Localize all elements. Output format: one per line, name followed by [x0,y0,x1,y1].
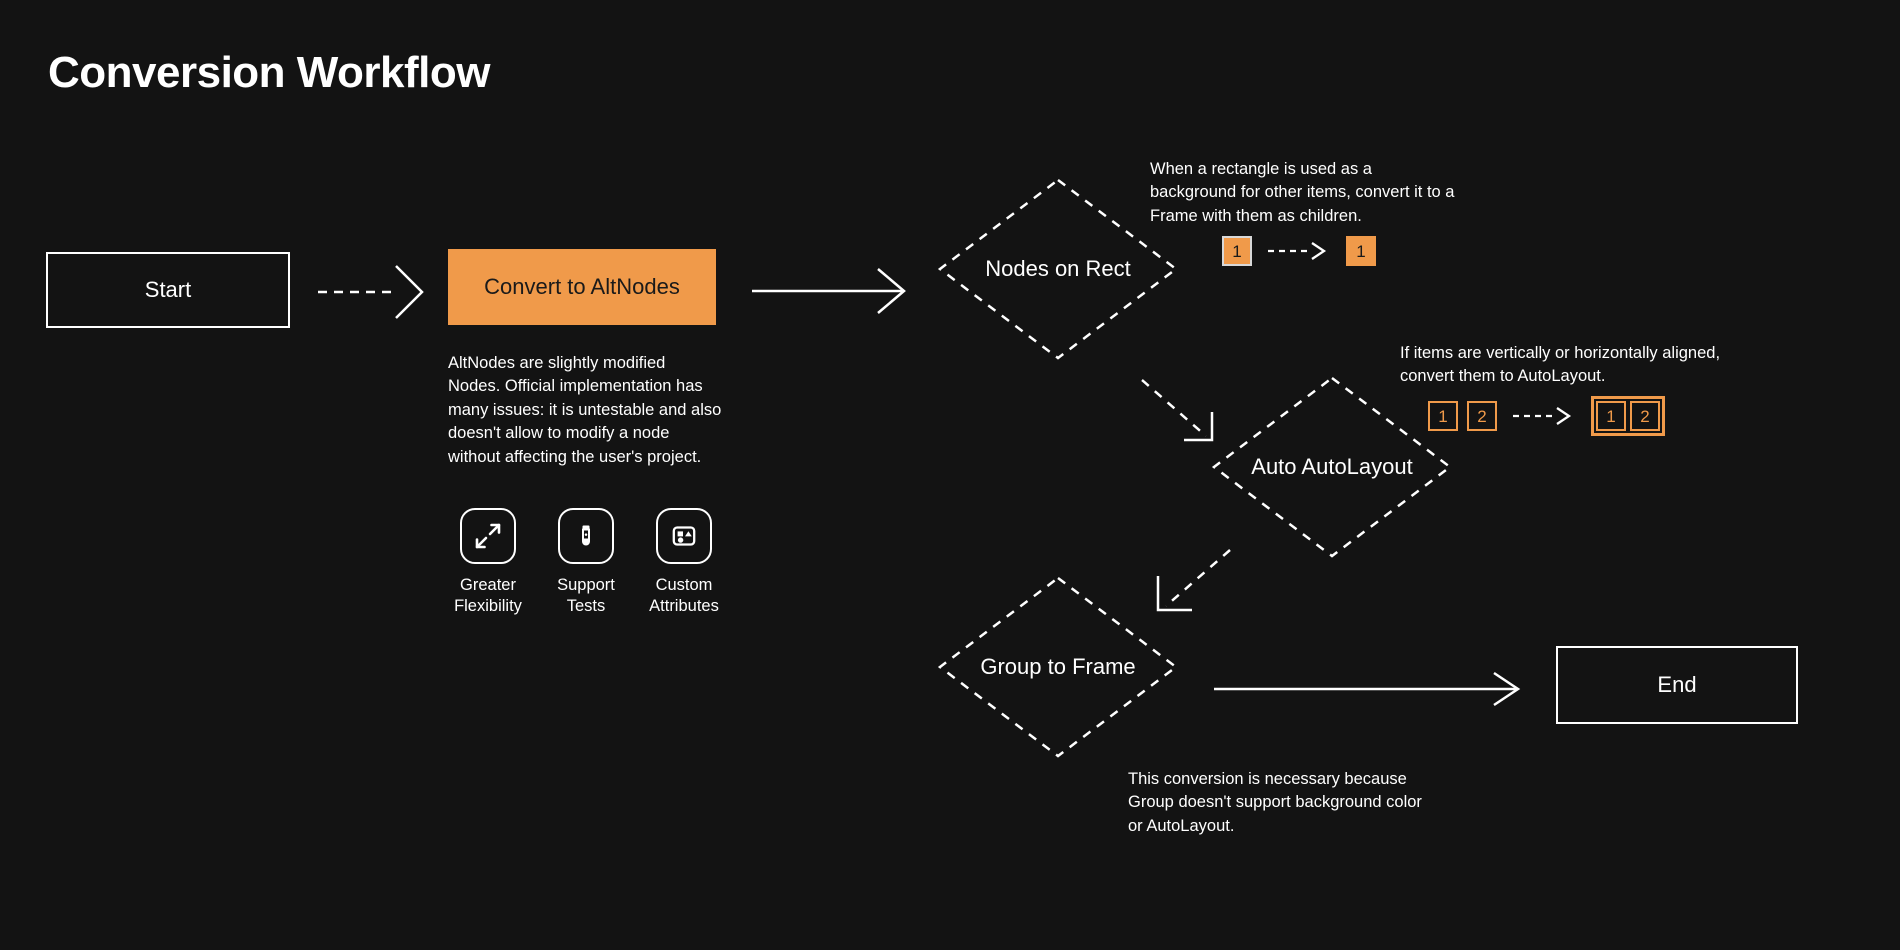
connector-convert-to-nodes-on-rect [752,266,932,316]
feature-label-line1: Custom [655,576,713,594]
node-nodes-on-rect[interactable]: Nodes on Rect [937,178,1179,360]
feature-custom-attributes[interactable]: Custom Attributes [642,508,726,617]
node-start[interactable]: Start [46,252,290,328]
feature-label-line2: Attributes [649,597,719,616]
connector-group-to-frame-to-end [1214,671,1544,707]
node-auto-autolayout[interactable]: Auto AutoLayout [1211,376,1453,558]
node-convert-label: Convert to AltNodes [484,274,680,299]
connector-start-to-convert [318,262,436,322]
feature-greater-flexibility-label: Greater Flexibility [454,575,522,617]
page-title: Conversion Workflow [48,48,490,97]
mini-arrow-icon [1268,241,1330,261]
feature-label-line2: Tests [566,597,606,616]
node-convert-to-altnodes[interactable]: Convert to AltNodes [448,249,716,325]
node-start-label: Start [144,277,192,302]
feature-list: Greater Flexibility Support Tests [446,508,726,617]
test-tube-icon [558,508,614,564]
mini-chip-before-1: 1 [1428,401,1458,431]
mini-chip-group-before: 1 2 [1428,401,1497,431]
feature-label-line1: Greater [460,576,516,594]
node-end[interactable]: End [1556,646,1798,724]
node-end-label: End [1657,672,1697,697]
expand-diagonal-icon [460,508,516,564]
mini-chip-before-2: 2 [1467,401,1497,431]
note-auto-autolayout: If items are vertically or horizontally … [1400,344,1721,386]
feature-support-tests[interactable]: Support Tests [544,508,628,617]
connector-autolayout-to-group-to-frame [1134,548,1234,620]
mini-chip-after-2: 2 [1630,401,1660,431]
mini-demo-rect-to-frame: 1 1 [1222,236,1376,266]
note-nodes-on-rect: When a rectangle is used as a background… [1150,160,1455,225]
feature-greater-flexibility[interactable]: Greater Flexibility [446,508,530,617]
mini-chip-group-after: 1 2 [1591,396,1665,436]
shapes-attributes-icon [656,508,712,564]
convert-description: AltNodes are slightly modified Nodes. Of… [448,354,722,466]
mini-demo-autolayout: 1 2 1 2 [1428,396,1665,436]
feature-custom-attributes-label: Custom Attributes [649,575,719,617]
mini-chip-before-1: 1 [1222,236,1252,266]
mini-arrow-icon [1513,406,1575,426]
connector-nodes-on-rect-to-autolayout [1140,378,1232,448]
feature-support-tests-label: Support Tests [557,575,615,617]
mini-chip-after-1: 1 [1346,236,1376,266]
node-group-to-frame[interactable]: Group to Frame [937,576,1179,758]
feature-label-line1: Support [557,576,615,594]
note-group-to-frame: This conversion is necessary because Gro… [1128,770,1422,835]
mini-chip-after-1: 1 [1596,401,1626,431]
feature-label-line2: Flexibility [454,597,522,616]
